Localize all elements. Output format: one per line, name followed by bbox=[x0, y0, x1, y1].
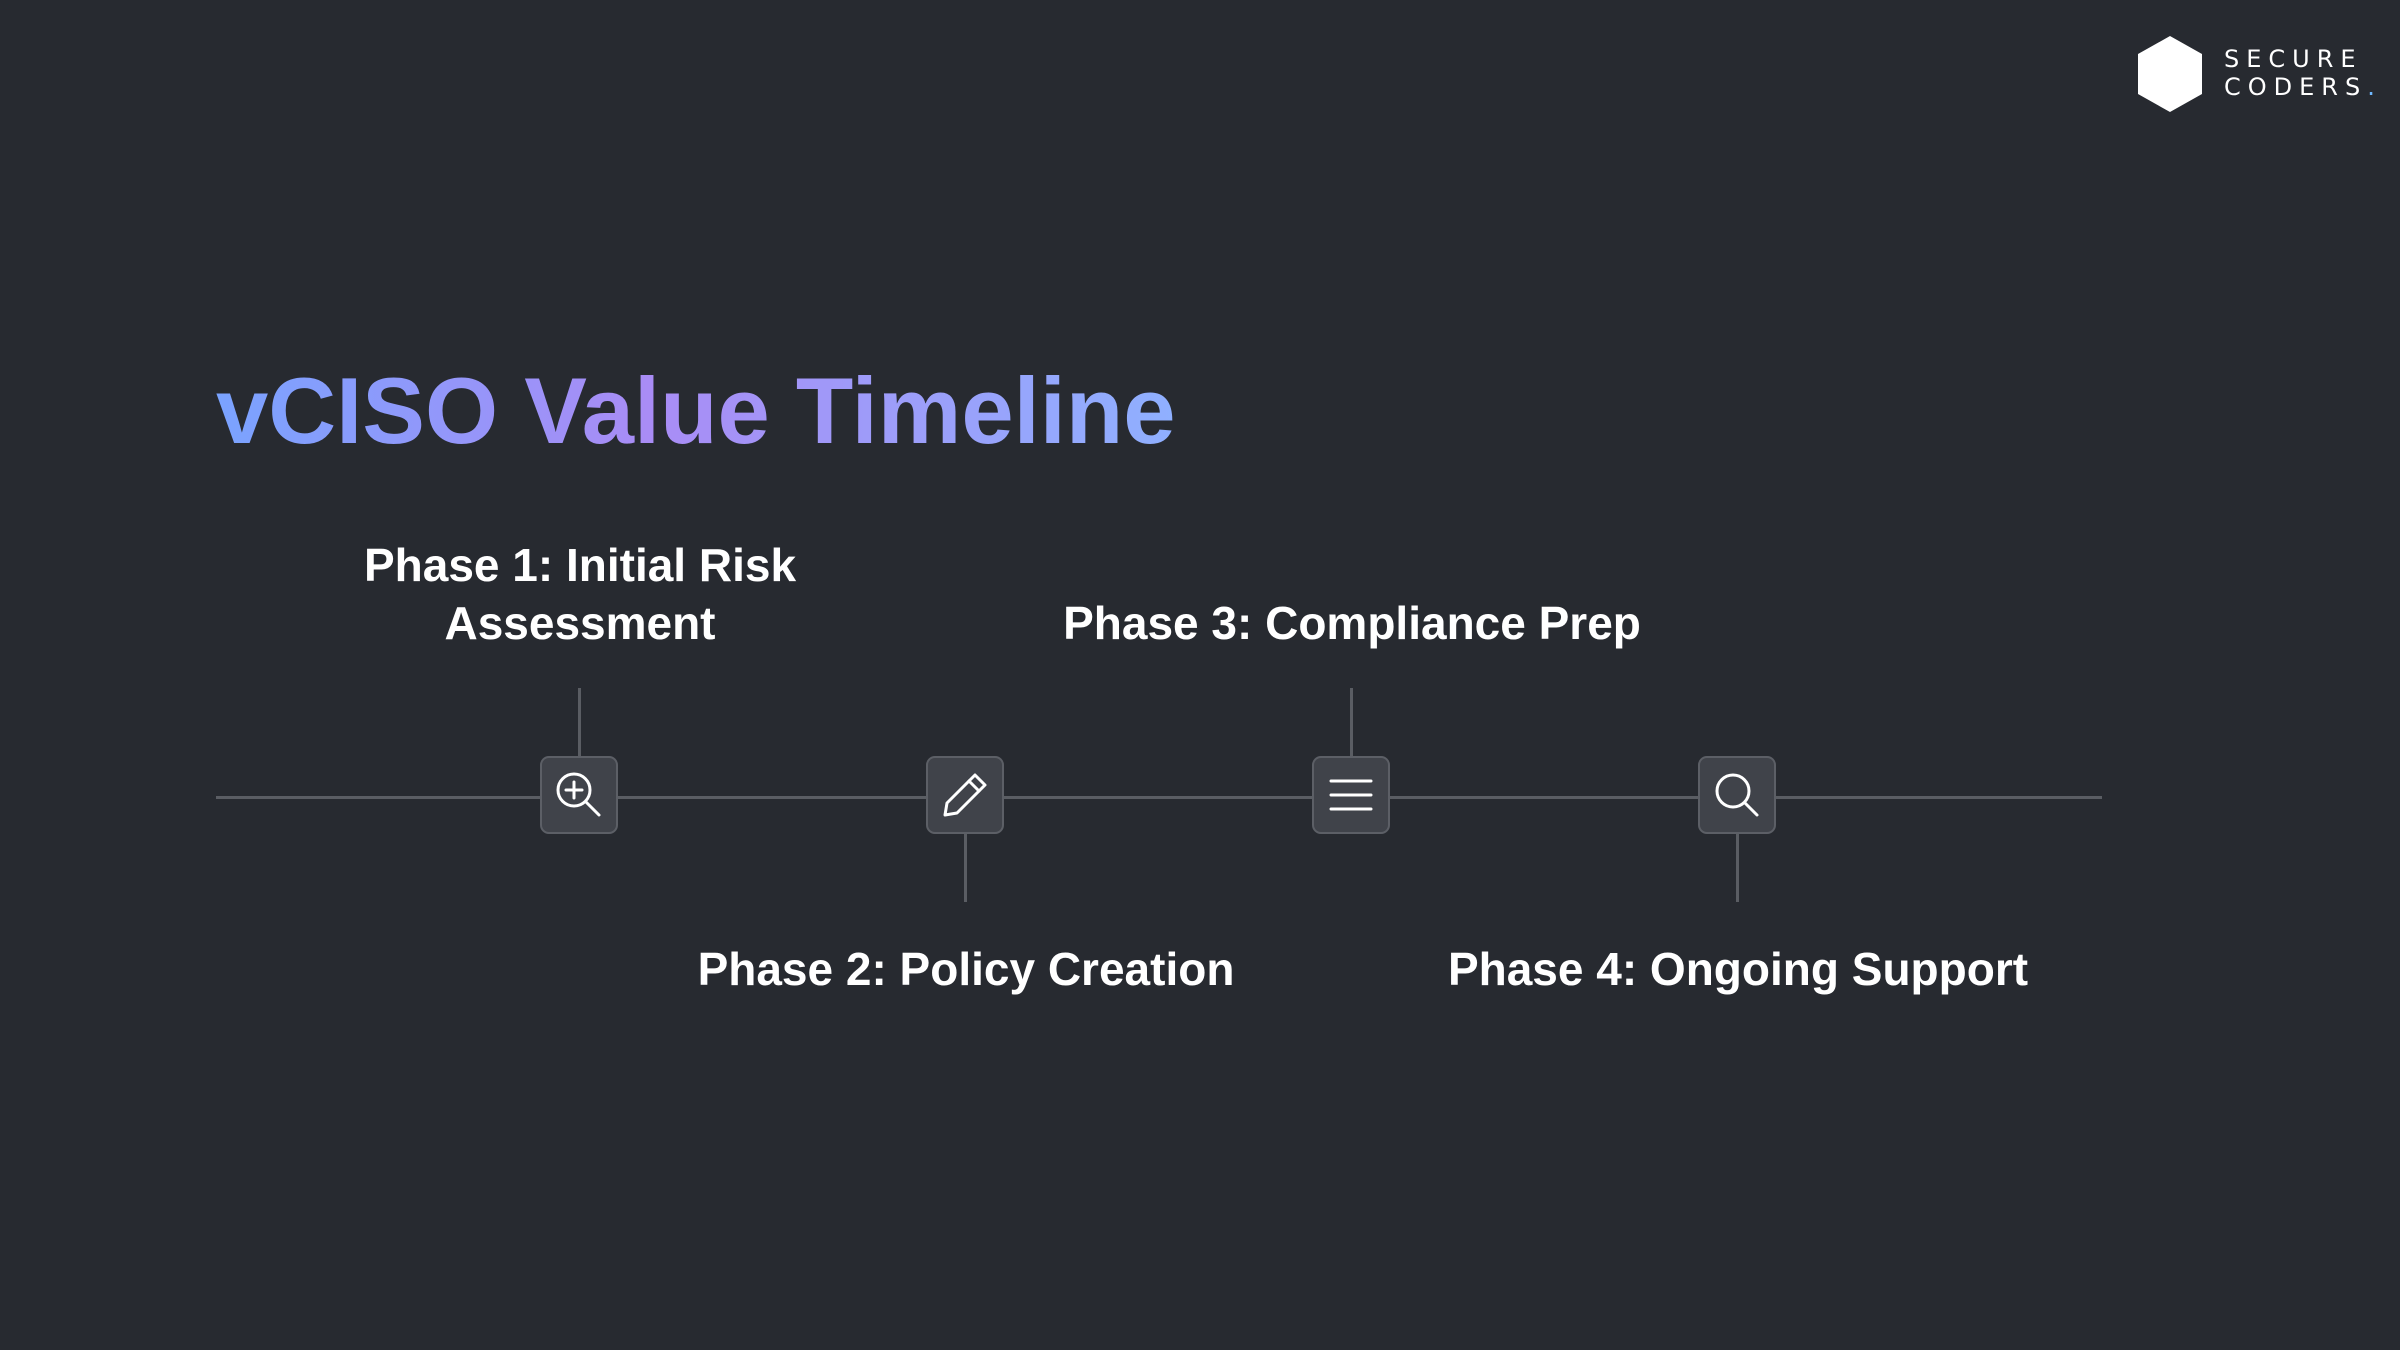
pencil-icon bbox=[943, 773, 987, 817]
brand-logo: SECURE CODERS. bbox=[2134, 34, 2375, 114]
brand-wordmark: SECURE CODERS. bbox=[2224, 45, 2375, 101]
phase-4-node[interactable] bbox=[1698, 756, 1776, 834]
brand-line-2: CODERS bbox=[2224, 73, 2368, 101]
phase-1-label-line1: Phase 1: Initial Risk bbox=[363, 539, 797, 591]
phase-4-connector bbox=[1736, 834, 1739, 902]
logo-hexagon-icon bbox=[2136, 36, 2202, 112]
list-icon bbox=[1329, 779, 1373, 811]
phase-3-node[interactable] bbox=[1312, 756, 1390, 834]
brand-dot: . bbox=[2367, 73, 2375, 101]
phase-3-label-line1: Phase 3: Compliance Prep bbox=[1063, 597, 1641, 649]
page-title: vCISO Value Timeline bbox=[216, 356, 1176, 466]
phase-1-label: Phase 1: Initial Risk Assessment bbox=[360, 536, 800, 652]
phase-4-label: Phase 4: Ongoing Support bbox=[1438, 940, 2038, 998]
phase-1-label-line2: Assessment bbox=[444, 597, 716, 649]
brand-line-1: SECURE bbox=[2224, 45, 2363, 73]
phase-4-label-line1: Phase 4: Ongoing Support bbox=[1447, 943, 2029, 995]
phase-3-connector bbox=[1350, 688, 1353, 756]
phase-2-label-line1: Phase 2: Policy Creation bbox=[697, 943, 1235, 995]
phase-2-label: Phase 2: Policy Creation bbox=[666, 940, 1266, 998]
phase-2-node[interactable] bbox=[926, 756, 1004, 834]
phase-1-connector bbox=[578, 688, 581, 756]
phase-3-label: Phase 3: Compliance Prep bbox=[1052, 594, 1652, 652]
search-icon bbox=[1715, 773, 1759, 817]
zoom-in-icon bbox=[556, 772, 601, 817]
phase-2-connector bbox=[964, 834, 967, 902]
timeline-axis bbox=[216, 796, 2102, 799]
phase-1-node[interactable] bbox=[540, 756, 618, 834]
